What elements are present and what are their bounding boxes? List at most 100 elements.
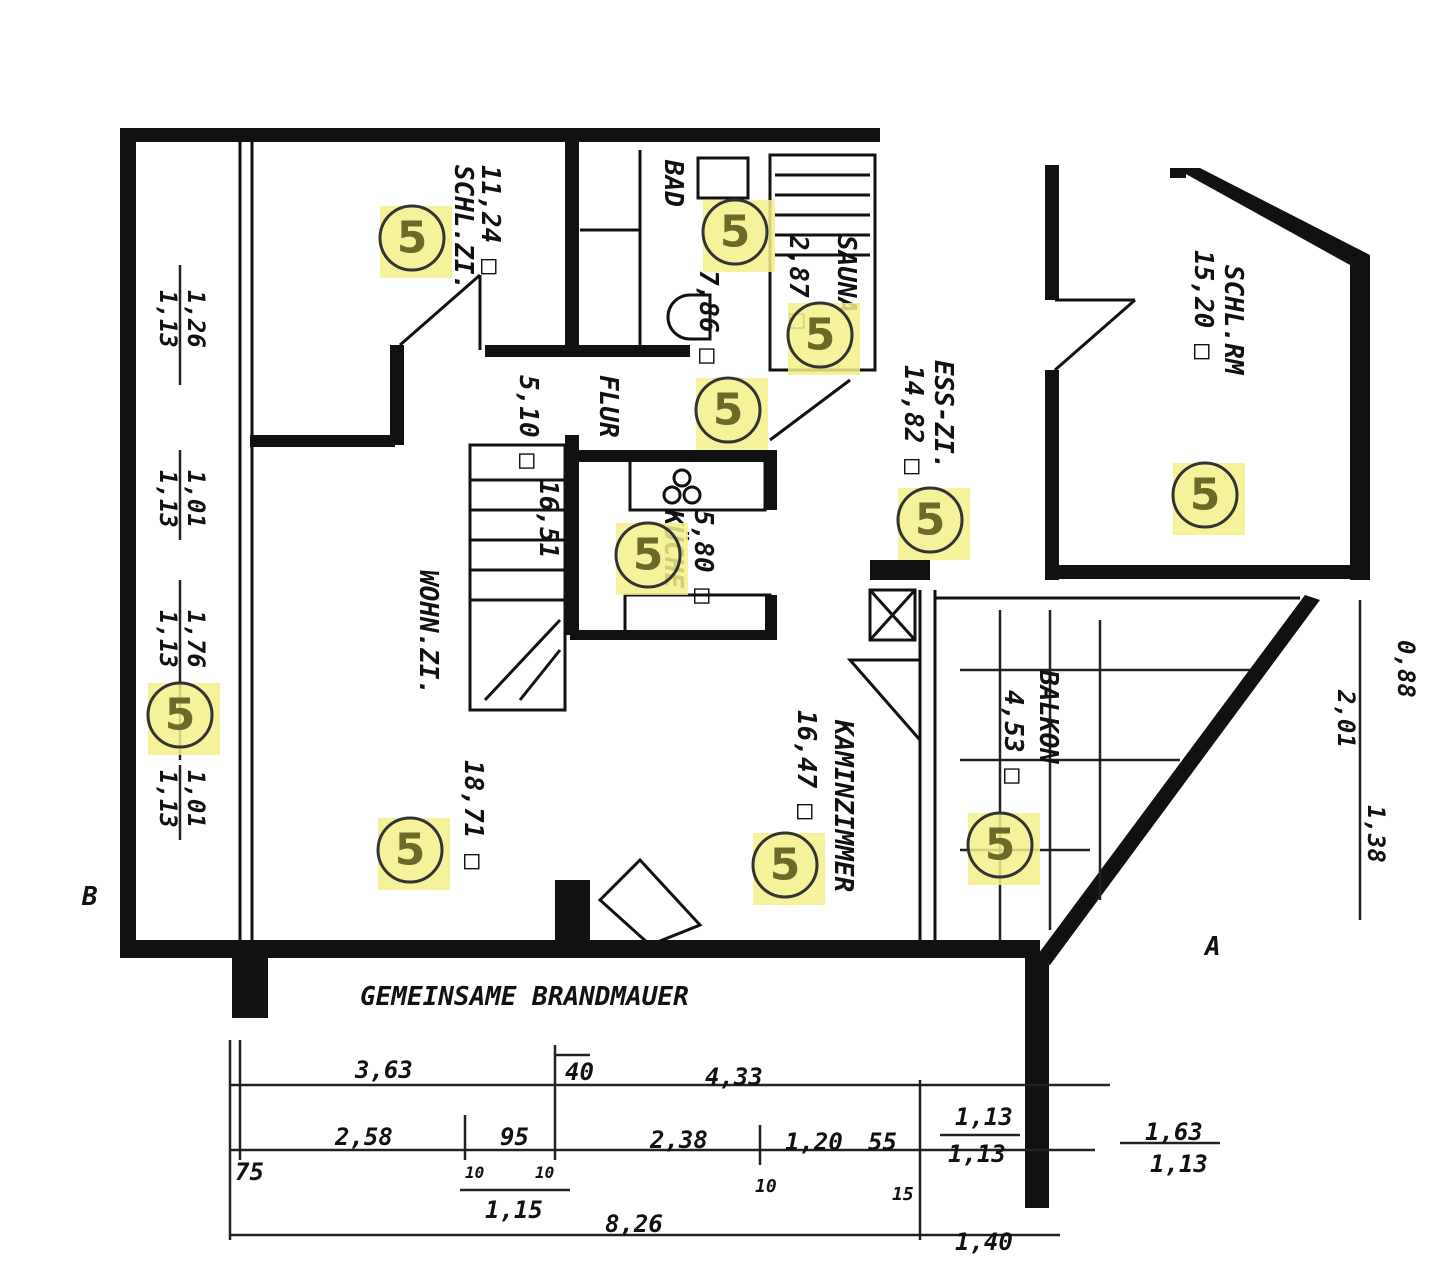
marker-label: 5 (720, 207, 751, 258)
marker-circle (751, 831, 819, 899)
dim-label: 15 (892, 1184, 914, 1205)
room-area: 15,20 □ (1188, 250, 1218, 360)
dim-label: 2,38 (649, 1126, 708, 1154)
bottom-dimensions: 3,63 40 4,33 2,58 95 2,38 1,20 55 1,13 1… (235, 1056, 1208, 1256)
marker-label: 5 (1190, 470, 1221, 521)
dim-label: 2,58 (334, 1123, 393, 1151)
marker-label: 5 (805, 310, 836, 361)
marker-5: 5 (701, 198, 775, 272)
highlight (703, 200, 775, 272)
marker-circle (378, 204, 446, 272)
marker-circle (786, 301, 854, 369)
marker-5: 5 (376, 816, 450, 890)
marker-5: 5 (966, 811, 1040, 885)
kitchen-counter (623, 458, 772, 637)
marker-circle (146, 681, 214, 749)
room-name: SCHL.ZI. (448, 165, 478, 290)
marker-circle (1171, 461, 1239, 529)
marker-5: 5 (786, 301, 860, 375)
dim-label: 1,76 (182, 610, 210, 668)
staircase (468, 443, 567, 712)
dimension-lines (178, 265, 1362, 1240)
marker-circle (376, 816, 444, 884)
marker-label: 5 (713, 385, 744, 436)
stair-value: 16,51 (533, 480, 563, 558)
dim-label: 1,13 (1150, 1150, 1208, 1178)
dim-label: 10 (535, 1163, 554, 1182)
dim-label: 3,63 (354, 1056, 413, 1084)
room-name: BALKON (1033, 669, 1063, 764)
dim-label: 1,13 (154, 470, 182, 528)
dim-label: 1,20 (785, 1128, 843, 1156)
highlight (696, 378, 768, 450)
marker-label: 5 (915, 495, 946, 546)
dim-label: 1,40 (955, 1228, 1013, 1256)
dim-label: 2,01 (1332, 689, 1360, 748)
highlight (380, 206, 452, 278)
room-area: 5,80 □ (688, 510, 718, 604)
dim-label: 1,13 (955, 1103, 1013, 1131)
marker-circle (966, 811, 1034, 879)
marker-circle (694, 376, 762, 444)
highlight (968, 813, 1040, 885)
marker-label: 5 (397, 213, 428, 264)
marker-5: 5 (1171, 461, 1245, 535)
highlight (788, 303, 860, 375)
section-mark-a: A (1203, 932, 1221, 962)
dim-label: 1,01 (182, 770, 210, 828)
dim-label: 1,63 (1145, 1118, 1203, 1146)
marker-circle (614, 521, 682, 589)
dim-label: 0,88 (1392, 640, 1420, 698)
highlight (616, 523, 688, 595)
dim-label: 95 (500, 1123, 529, 1151)
dim-label: 1,01 (182, 470, 210, 528)
marker-label: 5 (985, 820, 1016, 871)
dim-label: 40 (565, 1058, 594, 1086)
dim-label: 10 (465, 1163, 484, 1182)
highlight (1173, 463, 1245, 535)
dim-label: 1,38 (1362, 805, 1390, 863)
marker-label: 5 (770, 840, 801, 891)
room-name: FLUR (593, 375, 623, 438)
marker-5: 5 (694, 376, 768, 450)
dim-label: 1,13 (154, 770, 182, 828)
room-name: ESS-ZI. (928, 360, 958, 470)
marker-label: 5 (633, 530, 664, 581)
left-dimensions: 1,26 1,13 1,01 1,13 1,76 1,13 1,01 1,13 (154, 290, 210, 828)
marker-5: 5 (378, 204, 452, 278)
marker-circle (896, 486, 964, 554)
room-area: 11,24 □ (475, 165, 505, 275)
markers: 5 5 5 5 5 5 5 5 5 5 5 (146, 198, 1245, 905)
dim-label: 1,13 (154, 610, 182, 668)
dim-label: 8,26 (605, 1210, 663, 1238)
marker-circle (701, 198, 769, 266)
highlight (378, 818, 450, 890)
marker-5: 5 (896, 486, 970, 560)
room-name: BAD (658, 159, 688, 207)
marker-label: 5 (165, 690, 196, 741)
dim-label: 1,15 (485, 1196, 543, 1224)
thin-lines (238, 140, 1300, 947)
right-dimensions: 0,88 2,01 1,38 (1332, 640, 1420, 863)
walls (120, 128, 1370, 1208)
dim-label: 1,13 (154, 290, 182, 348)
marker-5: 5 (751, 831, 825, 905)
room-name: KAMINZIMMER (828, 719, 858, 892)
marker-5: 5 (146, 681, 220, 755)
dim-label: 10 (755, 1176, 777, 1197)
room-name: WOHN.ZI. (413, 570, 443, 695)
highlight (898, 488, 970, 560)
firewall-label: GEMEINSAME BRANDMAUER (360, 982, 689, 1012)
room-area: 4,53 □ (998, 690, 1028, 784)
room-area: 16,47 □ (791, 710, 821, 820)
room-name: SCHL.RM (1218, 265, 1248, 376)
room-name: SAUNA (831, 235, 861, 313)
dim-label: 1,26 (182, 290, 210, 348)
highlight (753, 833, 825, 905)
marker-label: 5 (395, 825, 426, 876)
dim-label: 75 (235, 1158, 264, 1186)
room-area: 14,82 □ (898, 365, 928, 475)
highlight (148, 683, 220, 755)
sauna-bench (775, 173, 870, 257)
